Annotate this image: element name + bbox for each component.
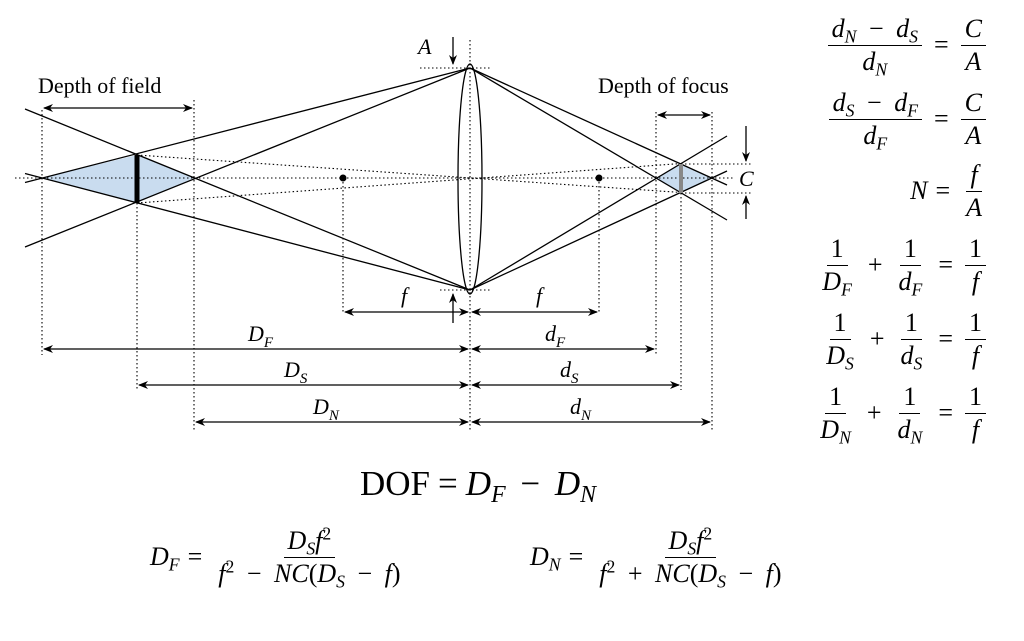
subject-distance-label: DS <box>283 357 308 387</box>
math-expression: dF <box>898 266 923 300</box>
math-expression: 1 <box>899 234 921 266</box>
math-expression: 1 <box>825 382 847 414</box>
math-expression: C <box>960 14 986 46</box>
focal-length-label-left: f <box>401 283 410 308</box>
math-expression: f <box>966 160 982 192</box>
near-distance-label: DN <box>312 394 340 424</box>
math-expression: DF − DN <box>465 464 597 509</box>
math-expression: dN <box>862 46 888 80</box>
near-image-distance-label: dN <box>570 394 592 424</box>
lens <box>457 63 483 295</box>
math-expression: dS <box>900 340 923 374</box>
math-expression: f <box>971 414 980 444</box>
depth-of-field-label: Depth of field <box>38 73 161 98</box>
circle-of-confusion-label: C <box>739 166 754 191</box>
math-expression: A <box>965 120 982 150</box>
math-expression: DSf2 <box>664 524 717 558</box>
math-expression: A <box>965 46 982 76</box>
math-expression: A <box>966 192 982 222</box>
far-image-distance-label: dF <box>545 321 566 351</box>
math-expression: DF <box>822 266 852 300</box>
front-focal-point <box>339 174 347 182</box>
math-expression: dN <box>897 414 923 448</box>
math-expression: DSf2 <box>283 524 336 558</box>
math-expression: DF <box>150 542 180 575</box>
math-expression: f2 − NC(DS − f) <box>218 556 401 592</box>
math-expression: 1 <box>900 308 922 340</box>
math-expression: 1 <box>829 308 851 340</box>
math-expression: dN − dS <box>827 14 922 46</box>
math-expression: dF <box>863 120 888 154</box>
math-expression: f2 + NC(DS − f) <box>599 556 782 592</box>
math-expression: DS <box>826 340 854 374</box>
dotted-guides <box>15 40 752 430</box>
math-expression: dS − dF <box>828 88 922 120</box>
math-expression: C <box>960 88 986 120</box>
math-expression: 1 <box>899 382 921 414</box>
far-distance-label: DF <box>247 321 274 351</box>
depth-of-field-region <box>42 155 194 203</box>
light-rays <box>24 67 728 291</box>
aperture-label: A <box>416 34 432 59</box>
math-expression: 1 <box>965 308 986 340</box>
math-expression: f <box>971 266 980 296</box>
math-expression: DN <box>530 542 561 575</box>
math-expression: N <box>910 176 928 206</box>
equation-dof: DOF = DF − DN <box>360 464 597 509</box>
math-expression: 1 <box>826 234 848 266</box>
math-expression: f <box>971 340 980 370</box>
back-focal-point <box>595 174 603 182</box>
depth-of-focus-label: Depth of focus <box>598 73 729 98</box>
subject-image-distance-label: dS <box>560 357 579 387</box>
math-expression: 1 <box>965 234 986 266</box>
math-expression: 1 <box>965 382 986 414</box>
dimension-arrows <box>43 37 750 426</box>
math-expression: DN <box>820 414 851 448</box>
focal-length-label-right: f <box>536 283 545 308</box>
